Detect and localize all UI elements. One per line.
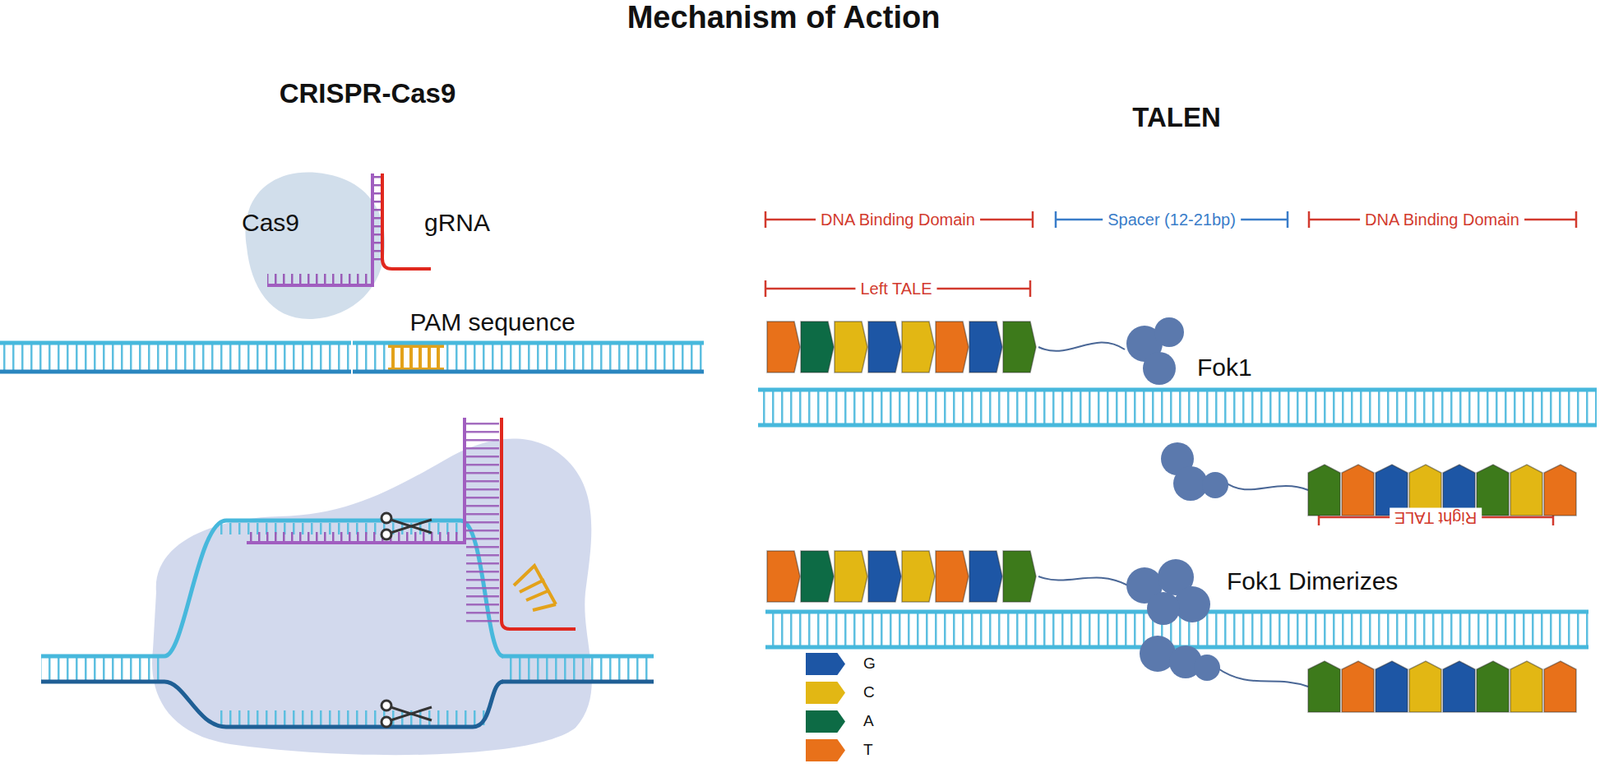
legend-text: A: [863, 712, 874, 731]
pam-label: PAM sequence: [409, 308, 575, 338]
section-title: TALEN: [1132, 101, 1221, 134]
section-title: CRISPR-Cas9: [279, 78, 457, 110]
tale-label: Left TALE: [855, 279, 937, 299]
domain-label: DNA Binding Domain: [815, 210, 981, 230]
enzyme-label: Fok1: [1197, 353, 1253, 383]
spacer-label: Spacer (12-21bp): [1102, 210, 1241, 230]
legend-swatch: [805, 681, 846, 704]
protein-label: Cas9: [241, 208, 300, 238]
legend-text: G: [863, 654, 876, 673]
rna-label: gRNA: [424, 208, 491, 238]
legend-swatch: [805, 710, 846, 733]
legend-swatch: [805, 652, 846, 676]
legend-text: C: [863, 683, 875, 702]
legend-swatch: [805, 739, 846, 762]
legend-text: T: [863, 740, 874, 759]
enzyme-label: Fok1 Dimerizes: [1226, 567, 1398, 597]
tale-label: Right TALE: [1389, 508, 1482, 528]
diagram-title: Mechanism of Action: [627, 0, 941, 37]
domain-label: DNA Binding Domain: [1359, 210, 1525, 230]
